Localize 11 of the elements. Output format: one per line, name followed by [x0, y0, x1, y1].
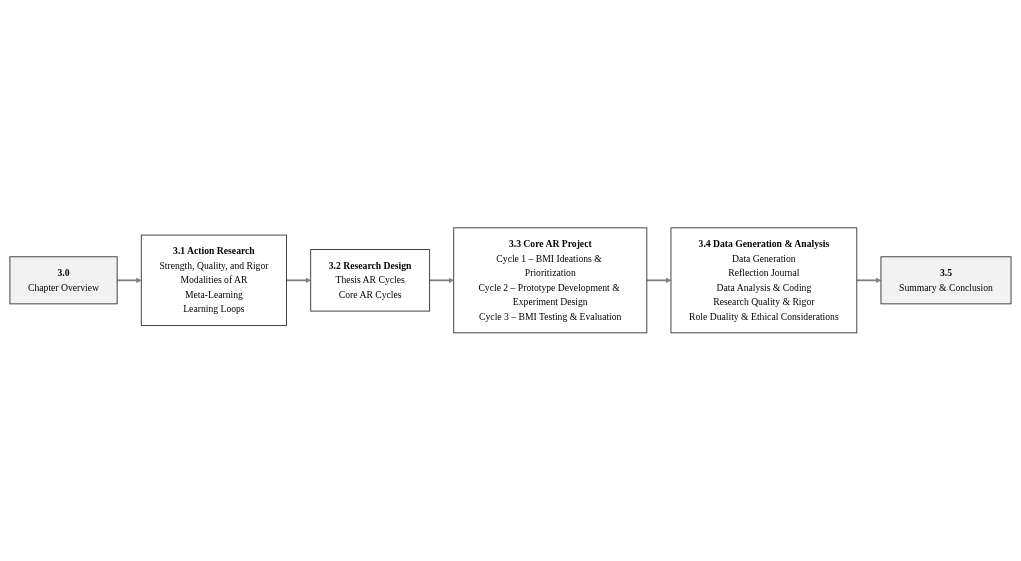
arrow — [116, 277, 142, 284]
arrow — [285, 277, 311, 284]
arrow — [645, 277, 672, 284]
arrow — [855, 277, 882, 284]
node-box: 3.0 Chapter Overview — [9, 256, 118, 305]
node-box: 3.4 Data Generation & Analysis Data Generation Reflection Journal Data Analysis & Coding Research Quality & Rigor Role Duality & Ethical Considerations — [670, 227, 858, 334]
node-box: 3.2 Research Design Thesis AR Cycles Core AR Cycles — [310, 249, 431, 312]
node-box: 3.1 Action Research Strength, Quality, and Rigor Modalities of AR Meta-Learning Learning Loops — [140, 234, 288, 327]
node-box: 3.5 Summary & Conclusion — [880, 256, 1012, 305]
node-box: 3.3 Core AR Project Cycle 1 – BMI Ideations & Prioritization Cycle 2 – Prototype Development & Experiment Design Cycle 3 – BMI Testing & Evaluation — [453, 227, 648, 334]
arrow — [428, 277, 454, 284]
